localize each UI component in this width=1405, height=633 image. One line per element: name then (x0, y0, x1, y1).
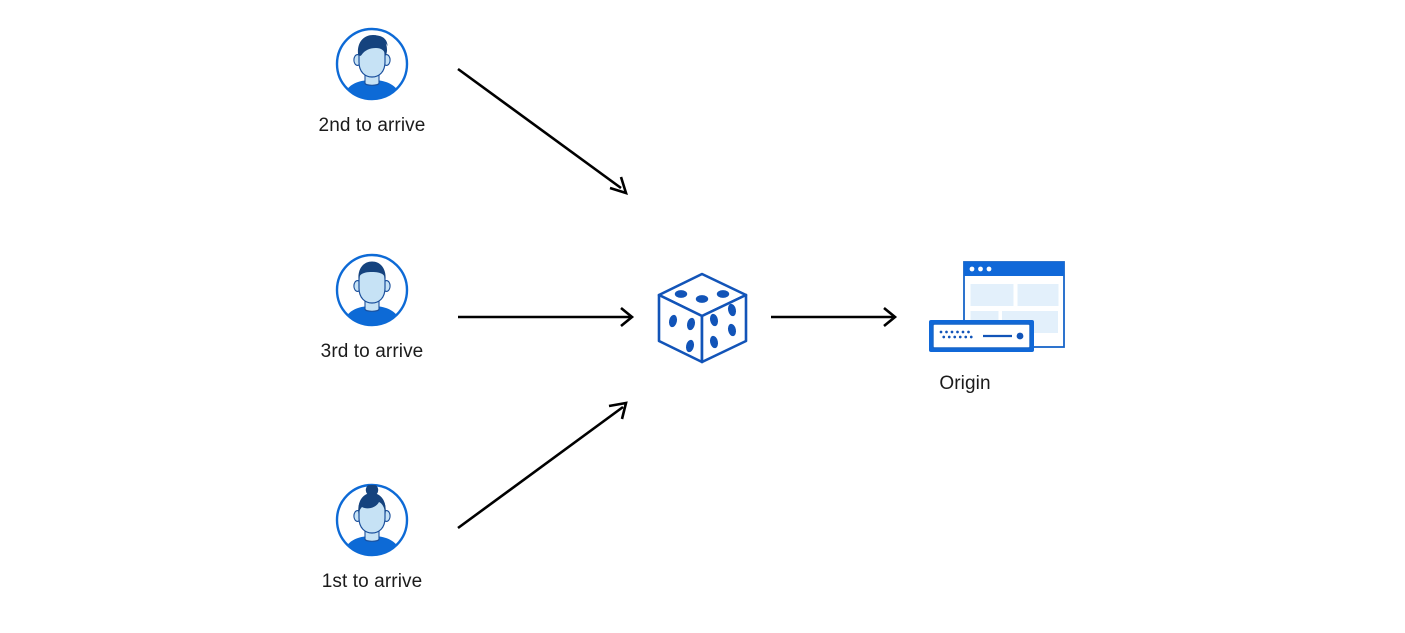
user-avatar-icon (334, 252, 410, 328)
user-avatar-icon (334, 26, 410, 102)
origin-server-icon (895, 258, 1065, 366)
origin-label: Origin (939, 373, 991, 394)
origin-node[interactable]: Origin (865, 258, 1065, 396)
server-device-icon (929, 320, 1034, 352)
client-label-2nd: 2nd to arrive (318, 115, 426, 136)
client-node-3rd-to-arrive[interactable]: 3rd to arrive (292, 252, 452, 364)
client-label-3rd: 3rd to arrive (320, 341, 424, 362)
user-avatar-icon (334, 482, 410, 558)
randomizer-node[interactable] (650, 262, 760, 372)
edge-1st-to-dice (457, 401, 628, 530)
edge-2nd-to-dice (457, 67, 628, 195)
client-node-2nd-to-arrive[interactable]: 2nd to arrive (292, 26, 452, 138)
edge-3rd-to-dice (458, 306, 635, 328)
client-label-1st: 1st to arrive (321, 571, 423, 592)
dice-cube-icon (650, 262, 760, 372)
client-node-1st-to-arrive[interactable]: 1st to arrive (292, 482, 452, 594)
